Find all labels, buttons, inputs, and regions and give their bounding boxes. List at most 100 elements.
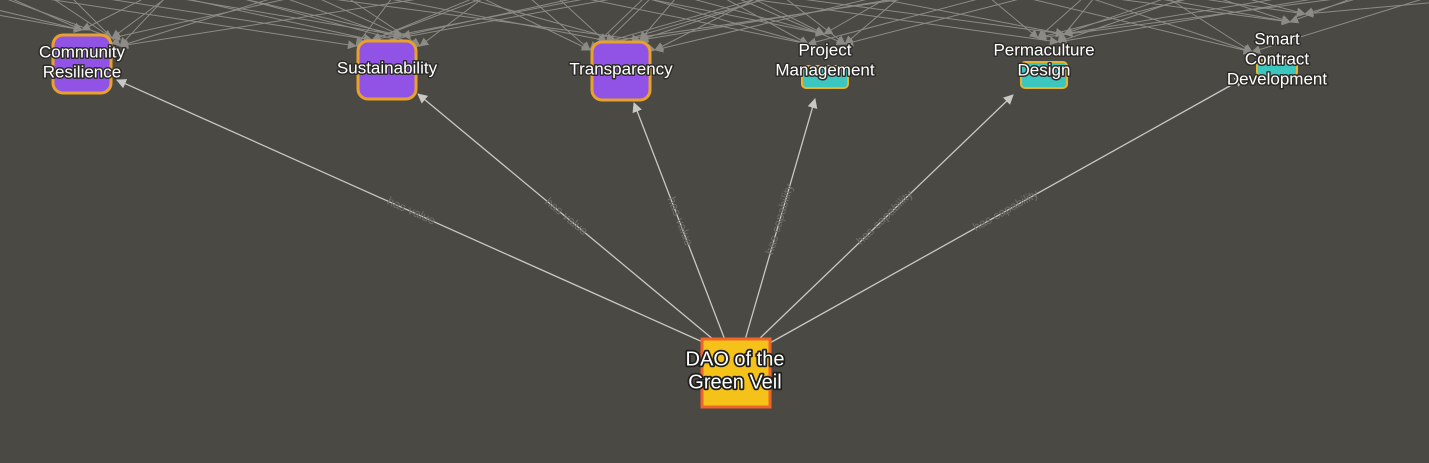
background-edge (1033, 0, 1253, 55)
background-edge (1163, 0, 1291, 26)
background-edge (1289, 0, 1350, 24)
background-edge (350, 0, 421, 47)
value-node-box[interactable] (590, 40, 652, 102)
background-edge (1304, 2, 1429, 18)
hub-node-box[interactable] (700, 337, 772, 409)
background-edge (651, 0, 809, 47)
background-edge (1251, 0, 1422, 54)
edges (116, 77, 1245, 345)
background-edge (1063, 0, 1273, 38)
background-edge (54, 0, 113, 39)
edge-label: has capability (970, 186, 1040, 234)
background-edge (7, 0, 113, 40)
background-edge (0, 10, 83, 33)
background-edge (321, 0, 403, 37)
background-edge (1222, 0, 1291, 24)
edge-label: has value (665, 195, 697, 248)
capability-node-box[interactable] (1256, 59, 1298, 77)
background-edge (1207, 0, 1306, 18)
background-edge (1250, 0, 1306, 17)
edge-community-resilience (116, 79, 706, 344)
node-label: Management (775, 60, 875, 79)
background-edge (485, 0, 591, 51)
node-label: Resilience (43, 62, 121, 81)
background-edge (740, 0, 846, 45)
background-edge (1170, 0, 1253, 53)
background-edge (185, 0, 403, 40)
node-label: Project (799, 40, 852, 59)
background-edge (1121, 0, 1291, 26)
background-edge (639, 0, 764, 42)
background-edge (590, 0, 809, 47)
background-edge (245, 0, 421, 49)
background-edge (111, 0, 373, 44)
node-label: Development (1227, 69, 1327, 88)
background-edge (991, 0, 1039, 39)
background-edge (401, 0, 570, 39)
background-edge (754, 0, 825, 35)
edge-permaculture-design (756, 94, 1014, 342)
capability-node-box[interactable] (1020, 61, 1068, 89)
background-edge (189, 0, 373, 43)
background-edge (1094, 0, 1253, 54)
background-edge (844, 0, 1018, 47)
node-sustainability[interactable]: Sustainability (335, 39, 439, 101)
background-edge (651, 0, 825, 37)
node-label: Sustainability (337, 58, 438, 77)
background-edge (844, 0, 898, 45)
background-edge (654, 0, 867, 53)
edge-label: has value (385, 194, 438, 228)
background-edge (805, 0, 1065, 38)
node-label: Community (39, 42, 125, 61)
hub-node-label: DAO of the (686, 348, 785, 370)
background-edge (81, 0, 143, 31)
edge-project-management (744, 98, 818, 341)
background-edge (1304, 0, 1355, 17)
background-edge (1057, 0, 1311, 46)
background-edge (336, 0, 641, 44)
background-edges (0, 0, 1429, 55)
value-node-box[interactable] (51, 33, 113, 95)
node-label: Design (1018, 60, 1071, 79)
value-node-box[interactable] (356, 39, 418, 101)
edge-label: has value (542, 195, 591, 239)
node-transparency[interactable]: Transparency (568, 40, 675, 102)
node-label: Permaculture (993, 40, 1094, 59)
background-edge (111, 0, 284, 41)
edge-label: has capability (853, 187, 915, 248)
edge-label: has capability (762, 182, 796, 256)
background-edge (807, 0, 977, 47)
background-edge (50, 0, 357, 50)
node-label: Contract (1245, 49, 1310, 68)
capability-node-box[interactable] (801, 65, 849, 89)
background-edge (694, 0, 825, 37)
edge-transparency (632, 102, 726, 341)
background-edge (726, 0, 809, 45)
background-edge (605, 0, 650, 43)
background-edge (1063, 0, 1162, 36)
background-edge (639, 0, 892, 44)
background-edge (753, 0, 1059, 46)
background-edge (0, 14, 83, 34)
hub-node-label: Green Veil (688, 371, 781, 393)
background-edge (419, 0, 482, 47)
edge-smart-contract-development (767, 77, 1245, 345)
background-edge (882, 0, 1065, 37)
edge-sustainability (417, 93, 715, 341)
node-label: Smart (1254, 29, 1300, 48)
background-edge (111, 0, 165, 39)
node-label: Transparency (569, 59, 673, 78)
background-edge (119, 0, 164, 47)
background-edge (119, 0, 416, 50)
background-edge (823, 0, 885, 35)
background-edge (289, 0, 421, 48)
edge-labels: has value has value has value has capabilit… (385, 182, 1041, 256)
